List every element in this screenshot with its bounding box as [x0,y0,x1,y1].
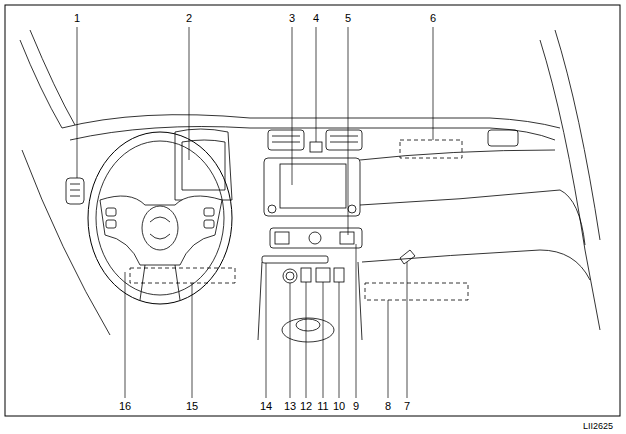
leader-lines [77,27,433,398]
dashed-area [130,268,235,283]
display [280,164,346,208]
vent [488,130,518,146]
glove-box-handle [400,250,415,264]
a-pillar [30,30,75,125]
spoke [140,265,180,300]
callout-number: 10 [332,400,346,412]
dashed-area [400,140,462,158]
dashed-area [365,283,468,300]
dash-top [70,127,555,141]
switch [106,220,116,228]
dash-line [360,190,585,245]
switch [301,268,311,282]
switch [106,208,116,216]
callout-number: 13 [283,400,297,412]
callout-number: 5 [344,12,352,24]
dash-side [22,150,110,335]
switch [316,268,330,282]
meter-hood [175,129,232,200]
knob [268,205,276,213]
display-frame [264,158,360,216]
frame [5,5,620,416]
button [340,232,354,244]
switch [334,268,344,282]
callout-number: 3 [288,12,296,24]
switch [204,208,214,216]
vent [70,184,80,196]
switch [204,220,214,228]
callout-number: 2 [185,12,193,24]
callout-number: 12 [299,400,313,412]
dash-line [360,150,555,160]
callout-number: 7 [403,400,411,412]
a-pillar [20,40,62,128]
dash-lower [362,250,590,280]
callout-number: 11 [316,400,329,412]
a-pillar [555,30,600,240]
wheel-center [142,206,178,250]
tray [262,256,328,263]
knob [348,205,356,213]
callout-number: 6 [429,12,437,24]
knob [309,232,321,244]
callout-number: 14 [259,400,273,412]
callout-number: 1 [73,12,81,24]
vent [66,178,84,204]
console [258,262,362,340]
callout-number: 8 [384,400,392,412]
steering-wheel [96,141,224,295]
figure-code: LII2625 [582,420,614,432]
dash-top [62,115,560,128]
hazard [310,142,322,152]
vent [326,130,362,150]
callout-number: 16 [118,400,132,412]
meter [182,140,225,190]
wheel-hub [100,196,222,265]
vent [272,136,358,142]
power-switch [283,269,297,283]
logo [150,217,170,239]
button [275,232,289,244]
steering-wheel [88,132,232,304]
power-switch [286,272,294,280]
callout-number: 9 [352,400,360,412]
vent [268,130,304,150]
shifter [296,319,320,331]
callout-number: 15 [185,400,199,412]
callout-number: 4 [312,12,320,24]
